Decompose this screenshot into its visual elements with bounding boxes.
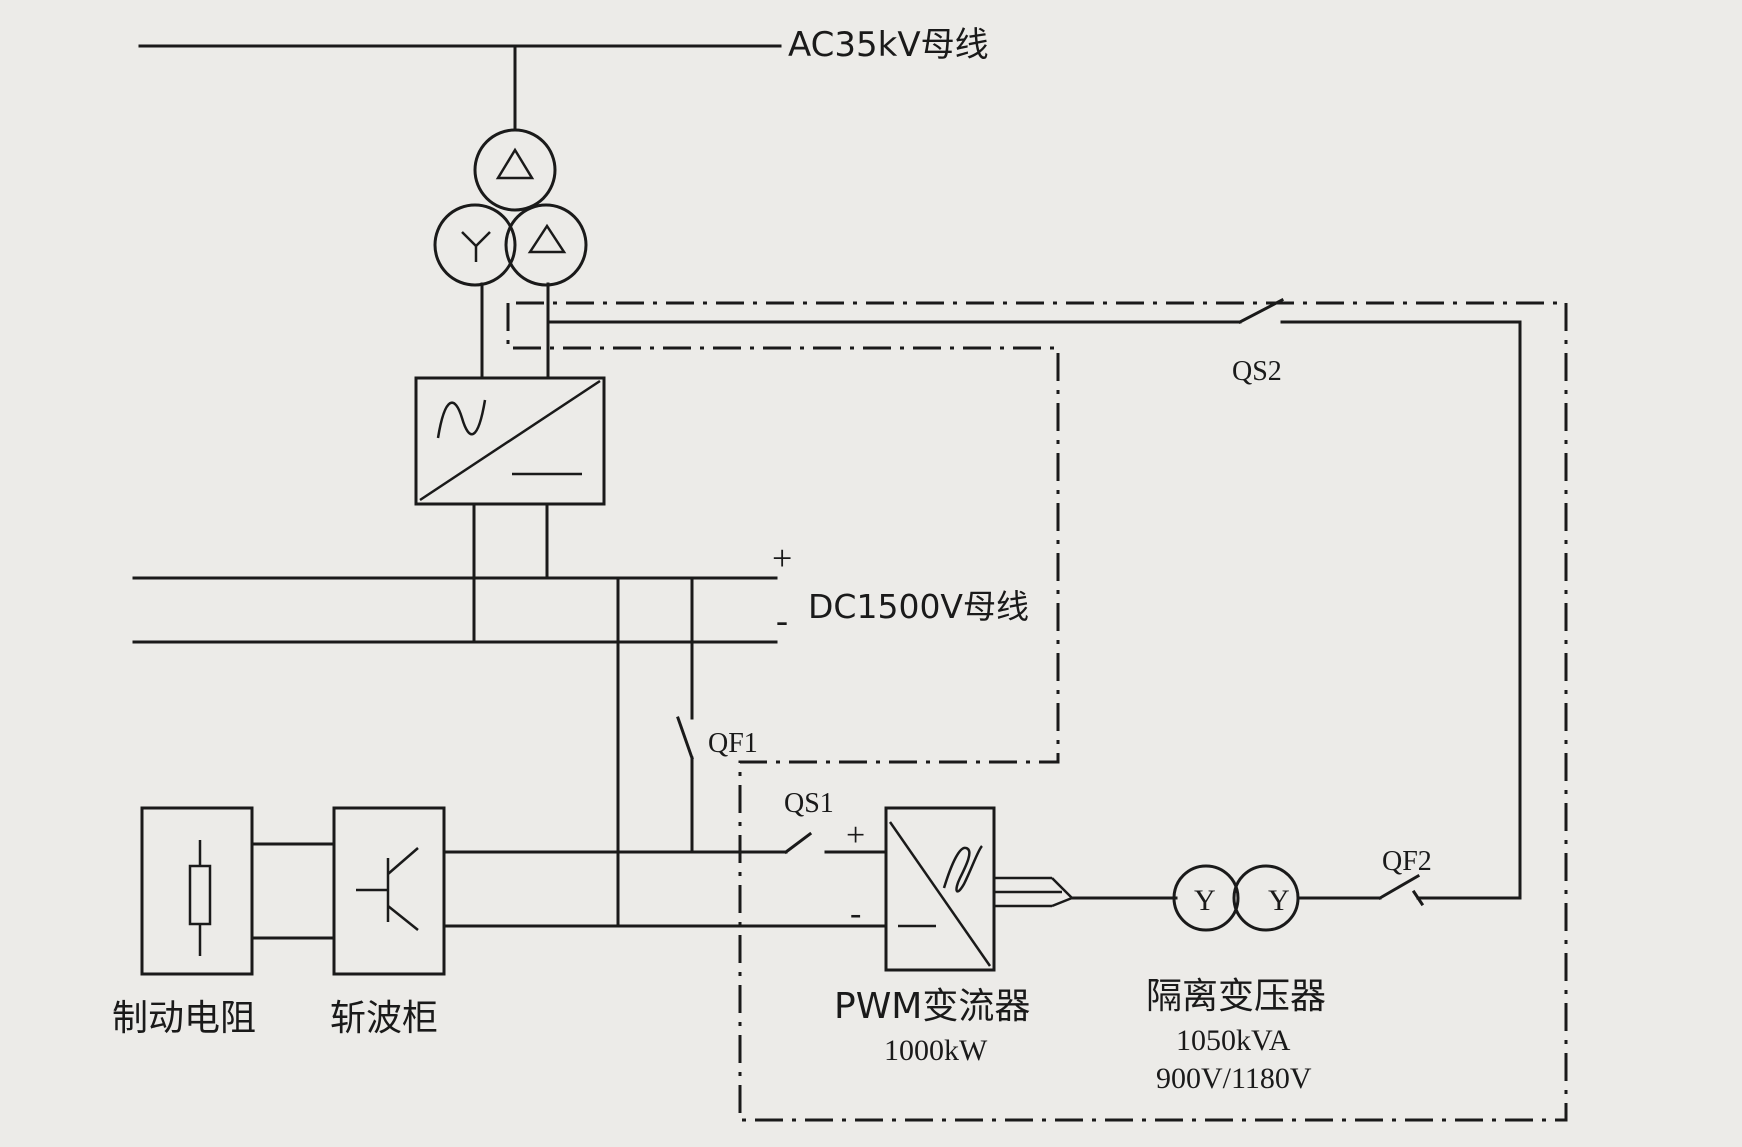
iso-y1: Y	[1194, 884, 1216, 917]
qf1-switch	[676, 716, 694, 760]
braking-resistor-label: 制动电阻	[112, 998, 256, 1039]
pwm-converter-label: PWM变流器	[834, 986, 1030, 1027]
pwm-ac-output	[994, 876, 1178, 908]
iso-rating-label: 1050kVA	[1176, 1024, 1291, 1057]
iso-voltage-label: 900V/1180V	[1156, 1062, 1312, 1095]
qf1-label: QF1	[708, 728, 758, 759]
iso-transformer-label: 隔离变压器	[1146, 976, 1326, 1017]
dc-plus-sign: +	[772, 538, 792, 578]
three-winding-transformer	[433, 128, 588, 287]
chopper-cabinet	[332, 806, 446, 976]
dc-minus-sign: -	[776, 600, 788, 640]
qf2-label: QF2	[1382, 846, 1432, 877]
braking-resistor	[140, 806, 254, 976]
pwm-converter	[884, 806, 996, 972]
pwm-minus-sign: -	[850, 895, 861, 932]
pwm-power-label: 1000kW	[884, 1034, 988, 1067]
pwm-plus-sign: +	[846, 817, 865, 854]
dc-bus-label: DC1500V母线	[808, 587, 1029, 626]
qs1-switch	[783, 831, 888, 855]
qf2-switch	[1377, 873, 1425, 907]
qs1-label: QS1	[784, 788, 834, 819]
enclosure-upper	[506, 301, 1568, 1122]
rectifier	[414, 376, 606, 506]
qs2-label: QS2	[1232, 356, 1282, 387]
iso-y2: Y	[1268, 884, 1290, 917]
chopper-label: 斩波柜	[330, 998, 438, 1039]
ac-bus-label: AC35kV母线	[788, 25, 989, 65]
